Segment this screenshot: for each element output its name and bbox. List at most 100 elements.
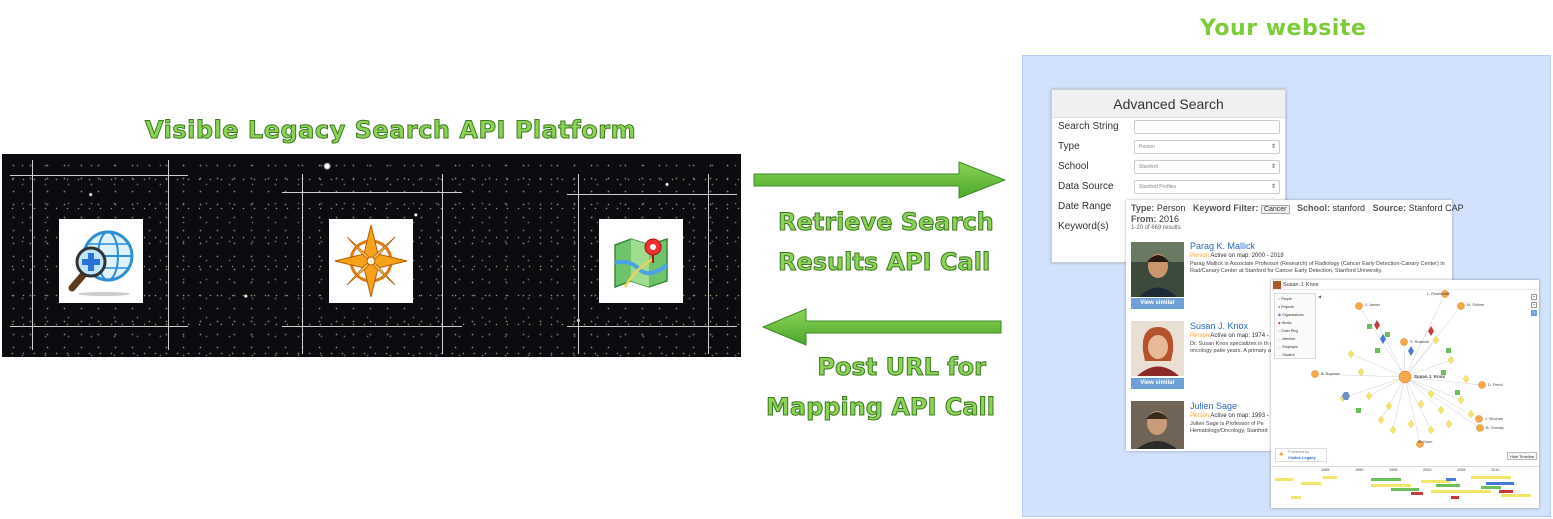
post-url-label: Post URL for Mapping API Call <box>766 347 996 427</box>
result-role: Person <box>1190 413 1210 419</box>
search-tile[interactable] <box>59 219 143 303</box>
legend-member: — Member <box>1278 337 1295 341</box>
powered-by-text: Powered by <box>1288 449 1310 454</box>
left-arrow-icon <box>762 308 1002 346</box>
filter-source-label: Source: <box>1372 203 1407 213</box>
chevron-updown-icon: ⇕ <box>1270 144 1276 150</box>
node-label: L. Rosenblatt <box>1427 292 1450 296</box>
result-description: Parag Mallick is Associate Professor (Re… <box>1190 261 1445 274</box>
post-line-1: Post URL for <box>817 353 987 382</box>
keywords-label: Keyword(s) <box>1058 221 1109 232</box>
school-select[interactable]: Stanford⇕ <box>1134 160 1280 174</box>
node-label: B. Rupnow <box>1321 372 1340 376</box>
avatar <box>1273 281 1281 289</box>
website-title: Your website <box>1200 16 1367 41</box>
result-meta: Person Active on map: 1993 - <box>1190 413 1269 419</box>
view-similar-button[interactable]: View similar <box>1131 378 1184 389</box>
right-arrow-icon <box>753 161 1006 199</box>
visible-legacy-logo: ✦ Powered by Visible Legacy <box>1275 448 1327 462</box>
network-graph[interactable] <box>1271 280 1539 450</box>
result-name[interactable]: Parag K. Mallick <box>1190 241 1256 251</box>
hexagon-icon: ⬢ <box>1278 313 1282 317</box>
result-name[interactable]: Susan J. Knox <box>1190 321 1249 331</box>
zoom-out-icon[interactable]: − <box>1531 302 1537 308</box>
search-globe-icon <box>68 230 134 296</box>
legend-label: People <box>1281 297 1293 301</box>
legend-organizations: ⬢ Organizations <box>1278 313 1304 317</box>
node-label: J. James <box>1365 303 1381 307</box>
map-legend: ● People ■ Projects ⬢ Organizations ◆ Wo… <box>1274 293 1316 359</box>
type-value: Person <box>1139 144 1155 150</box>
filter-source-value: Stanford CAP <box>1408 203 1464 213</box>
legend-outer-ring: ○ Outer Ring <box>1278 329 1298 333</box>
type-label: Type <box>1058 141 1080 152</box>
ring-icon: ○ <box>1278 329 1281 333</box>
legend-label: Employee <box>1282 345 1299 349</box>
node-label: D. Peehl <box>1488 383 1503 387</box>
center-node-label: Susan J. Knox <box>1414 374 1446 379</box>
frame-line <box>282 192 462 193</box>
filter-keyword-label: Keyword Filter: <box>1192 203 1259 213</box>
network-map-panel: Susan J. Knox ● People ■ Projects ⬢ Orga… <box>1271 280 1539 508</box>
date-range-label: Date Range <box>1058 201 1112 212</box>
line-icon: — <box>1278 353 1282 357</box>
zoom-in-icon[interactable]: + <box>1531 294 1537 300</box>
search-string-input[interactable] <box>1134 120 1280 134</box>
legend-student: — Student <box>1278 353 1295 357</box>
post-line-2: Mapping API Call <box>766 393 996 422</box>
data-source-select[interactable]: Stanford Profiles⇕ <box>1134 180 1280 194</box>
node-label: M. Shihne <box>1467 303 1485 307</box>
frame-line <box>302 174 303 354</box>
retrieve-search-label: Retrieve Search Results API Call <box>778 202 995 282</box>
filter-type-label: Type: <box>1131 203 1155 213</box>
compass-icon <box>334 224 408 298</box>
timeline-bars <box>1275 476 1531 499</box>
data-source-value: Stanford Profiles <box>1139 184 1176 190</box>
timeline-year: 1995 <box>1389 468 1398 472</box>
avatar <box>1131 321 1184 376</box>
filter-type-value: Person <box>1156 203 1186 213</box>
school-label: School <box>1058 161 1089 172</box>
legend-projects: ■ Projects <box>1278 305 1294 309</box>
compass-icon: ✦ <box>1278 450 1285 459</box>
frame-line <box>442 174 443 354</box>
help-icon[interactable]: ? <box>1531 310 1537 316</box>
result-name[interactable]: Julien Sage <box>1190 401 1238 411</box>
from-value: 2016 <box>1159 214 1180 224</box>
legend-label: Projects <box>1281 305 1294 309</box>
legend-label: Student <box>1282 353 1295 357</box>
view-similar-button[interactable]: View similar <box>1131 298 1184 309</box>
legend-label: Member <box>1282 337 1296 341</box>
frame-line <box>10 175 188 176</box>
frame-line <box>567 194 737 195</box>
compass-tile[interactable] <box>329 219 413 303</box>
hide-timeline-button[interactable]: Hide Timeline <box>1507 452 1537 460</box>
type-select[interactable]: Person ⇕ <box>1134 140 1280 154</box>
map-pin-icon <box>614 237 669 289</box>
map-tile[interactable] <box>599 219 683 303</box>
result-active: Active on map: 1974 - <box>1210 333 1269 339</box>
legend-label: Outer Ring <box>1281 329 1299 333</box>
frame-line <box>578 174 579 354</box>
timeline-year: 1990 <box>1355 468 1364 472</box>
chevron-updown-icon: ⇕ <box>1270 164 1276 170</box>
frame-line <box>282 326 462 327</box>
platform-title: Visible Legacy Search API Platform <box>144 116 637 145</box>
result-count: 1-20 of 669 results <box>1131 225 1181 231</box>
filter-keyword-chip[interactable]: Cancer <box>1260 205 1290 214</box>
line-icon: — <box>1278 345 1282 349</box>
timeline[interactable]: 1985 1990 1995 2000 2005 2010 <box>1271 466 1539 508</box>
filter-bar: Type: Person Keyword Filter: Cancer Scho… <box>1131 203 1464 214</box>
legend-works: ◆ Works <box>1278 321 1292 325</box>
node-label: J. Sinchski <box>1485 417 1504 421</box>
legend-employee: — Employee <box>1278 345 1298 349</box>
timeline-year: 2005 <box>1457 468 1466 472</box>
frame-line <box>168 160 169 350</box>
collapse-legend-icon[interactable]: ◀ <box>1318 295 1321 299</box>
result-role: Person <box>1190 333 1210 339</box>
frame-line <box>567 326 737 327</box>
node-label: M. Dunn <box>1418 440 1433 444</box>
frame-line <box>10 326 188 327</box>
node-label: S. Rustevis <box>1410 340 1430 344</box>
